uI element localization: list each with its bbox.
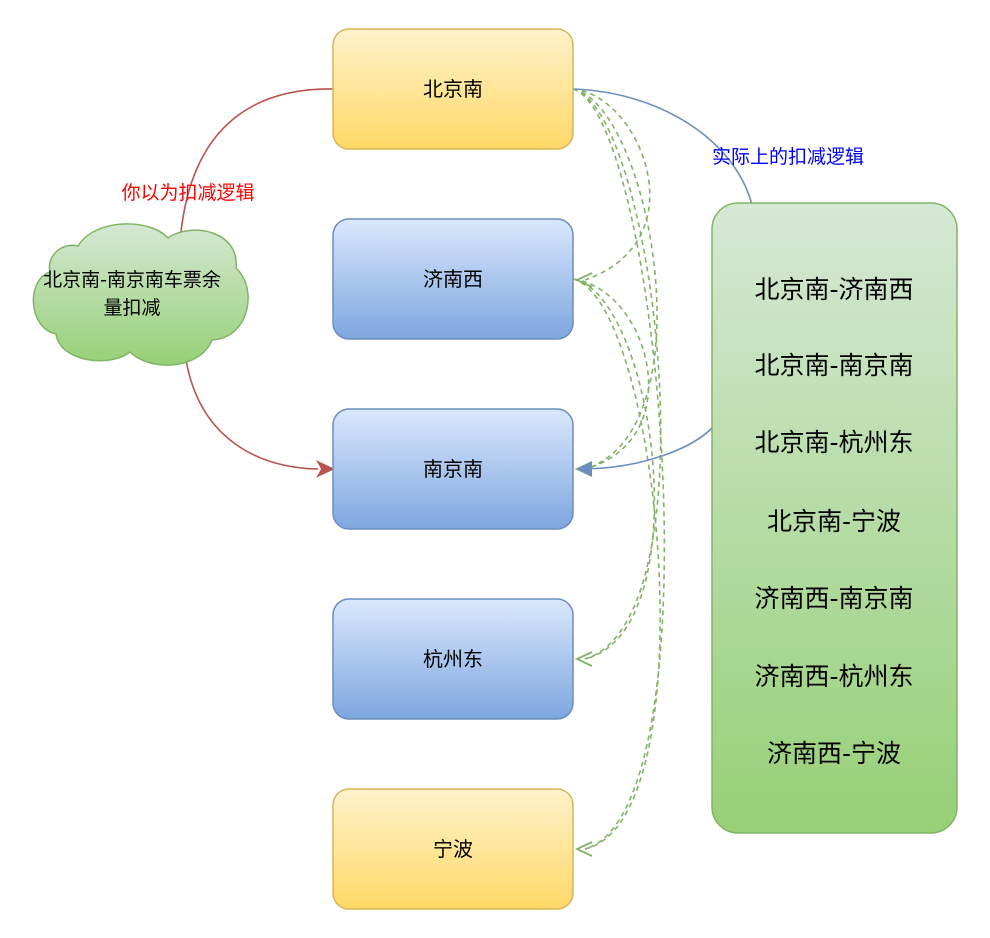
assumed-logic-label: 你以为扣减逻辑 [121,182,254,204]
dashed-edge-bjn-nb [572,88,666,850]
route-item: 济南西-宁波 [767,739,901,768]
station-label: 济南西 [423,267,483,291]
cloud-shape [32,223,249,366]
station-ningbo: 宁波 [332,788,574,910]
route-item: 济南西-杭州东 [754,662,913,691]
station-label: 北京南 [423,77,483,101]
actual-logic-label: 实际上的扣减逻辑 [712,146,864,168]
station-box [332,788,574,910]
dashed-edges-from-beijingnan [572,88,666,850]
dashed-edge-jnx-njn [572,278,650,470]
route-item: 北京南-杭州东 [754,428,913,457]
station-label: 宁波 [433,837,473,861]
cloud-label-line2: 量扣减 [103,297,160,319]
dashed-arrowheads [574,272,593,857]
assumed-logic-edge [179,88,335,478]
station-label: 南京南 [423,457,483,481]
routes-box [711,202,958,834]
cloud-label-line1: 北京南-南京南车票余 [43,269,221,291]
station-hangzhoudong: 杭州东 [332,598,574,720]
dashed-edge-jnx-hzd [572,278,656,660]
station-box [332,28,574,150]
station-box [332,598,574,720]
dashed-edges-from-jinanxi [572,278,661,850]
route-item: 北京南-南京南 [754,351,913,380]
dashed-edge-bjn-njn [572,88,658,470]
station-box [332,218,574,340]
route-item: 北京南-济南西 [754,275,913,304]
route-item: 北京南-宁波 [767,507,901,536]
station-jinanxi: 济南西 [332,218,574,340]
assumed-deduction-cloud: 北京南-南京南车票余 量扣减 [32,223,249,366]
actual-routes-box: 北京南-济南西 北京南-南京南 北京南-杭州东 北京南-宁波 济南西-南京南 济… [711,202,958,834]
station-nanjingnan: 南京南 [332,408,574,530]
route-item: 济南西-南京南 [754,584,913,613]
station-box [332,408,574,530]
dashed-edge-bjn-hzd [572,88,662,660]
station-beijingnan: 北京南 [332,28,574,150]
actual-logic-edge [572,88,753,477]
station-label: 杭州东 [423,647,483,671]
dashed-edge-bjn-jnx [572,88,651,281]
